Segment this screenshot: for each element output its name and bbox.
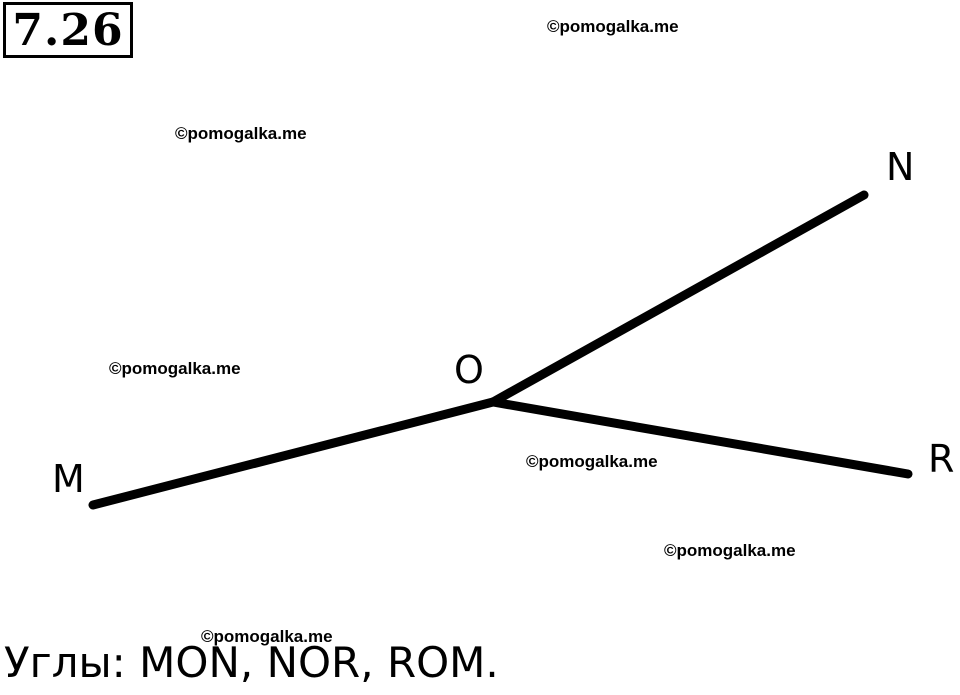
problem-number: 7.26 — [3, 2, 133, 58]
point-label-r: R — [928, 437, 954, 481]
answer-text: Углы: MON, NOR, ROM. — [4, 638, 499, 687]
watermark: ©pomogalka.me — [109, 359, 241, 378]
ray-or — [488, 397, 913, 479]
point-label-o: O — [454, 348, 484, 392]
watermark: ©pomogalka.me — [526, 452, 658, 471]
point-label-n: N — [886, 145, 914, 189]
ray-om — [88, 397, 498, 510]
watermark: ©pomogalka.me — [201, 627, 333, 646]
watermark: ©pomogalka.me — [547, 17, 679, 36]
watermark: ©pomogalka.me — [175, 124, 307, 143]
watermark: ©pomogalka.me — [664, 541, 796, 560]
ray-on — [488, 190, 869, 407]
point-label-m: M — [52, 457, 85, 501]
